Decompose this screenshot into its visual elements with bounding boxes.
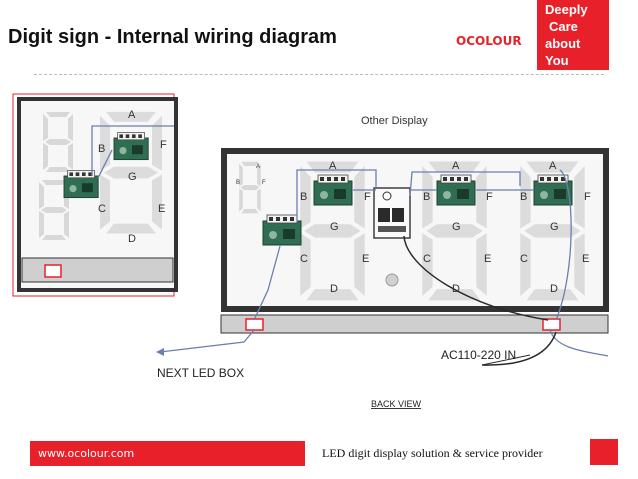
letter-c-3: C	[520, 253, 528, 265]
brand-logo-text: OCOLOUR	[456, 34, 522, 48]
footer-url-bar	[30, 441, 305, 466]
back-view-label: BACK VIEW	[371, 399, 422, 409]
letter-e-1: E	[362, 253, 369, 265]
letter-f-2: F	[486, 191, 493, 203]
inset-letter-f: F	[160, 139, 167, 151]
header-divider	[34, 74, 604, 75]
tagline-line-2: Care	[549, 19, 578, 34]
letter-g-3: G	[550, 221, 559, 233]
other-display-label: Other Display	[361, 115, 428, 127]
next-box-arrow-icon	[156, 348, 164, 356]
letter-d-2: D	[452, 283, 460, 295]
inset-letter-c: C	[98, 203, 106, 215]
power-cable	[403, 235, 557, 366]
letter-c-1: C	[300, 253, 308, 265]
footer-url: www.ocolour.com	[38, 447, 135, 460]
inset-front-view	[12, 93, 178, 297]
tagline-line-4: You	[545, 53, 569, 68]
inset-letter-a: A	[128, 109, 136, 121]
letter-f-3: F	[584, 191, 591, 203]
main-panel	[220, 148, 609, 334]
letter-b-2: B	[423, 191, 430, 203]
tagline-line-3: about	[545, 36, 581, 51]
letter-f-small: F	[262, 180, 266, 186]
letter-d-1: D	[330, 283, 338, 295]
letter-f-1: F	[364, 191, 371, 203]
inset-letter-b: B	[98, 143, 105, 155]
letter-b-small: B	[236, 180, 240, 186]
letter-a-small: A	[256, 164, 260, 170]
next-led-box-label: NEXT LED BOX	[157, 366, 244, 380]
main-segment-letters: A B F G C E D A B F G C E D A B F G C E …	[236, 160, 591, 295]
letter-a-2: A	[452, 160, 460, 172]
letter-g-1: G	[330, 221, 339, 233]
inset-letter-d: D	[128, 233, 136, 245]
inset-segment-letters: A B F G C E D	[98, 109, 167, 245]
footer-accent-block	[590, 439, 618, 465]
letter-c-2: C	[423, 253, 431, 265]
letter-b-1: B	[300, 191, 307, 203]
footer-slogan: LED digit display solution & service pro…	[322, 446, 543, 460]
letter-b-3: B	[520, 191, 527, 203]
letter-d-3: D	[550, 283, 558, 295]
power-input-label: AC110-220 IN	[441, 348, 516, 362]
power-label-leader	[481, 354, 531, 366]
slide-title: Digit sign - Internal wiring diagram	[8, 26, 337, 48]
letter-a-3: A	[549, 160, 557, 172]
tagline-line-1: Deeply	[545, 2, 588, 17]
letter-e-3: E	[582, 253, 589, 265]
wires	[159, 169, 609, 357]
tagline-box: Deeply Care about You	[537, 0, 609, 70]
letter-a-1: A	[329, 160, 337, 172]
letter-g-2: G	[452, 221, 461, 233]
letter-e-2: E	[484, 253, 491, 265]
inset-letter-g: G	[128, 171, 137, 183]
inset-letter-e: E	[158, 203, 165, 215]
